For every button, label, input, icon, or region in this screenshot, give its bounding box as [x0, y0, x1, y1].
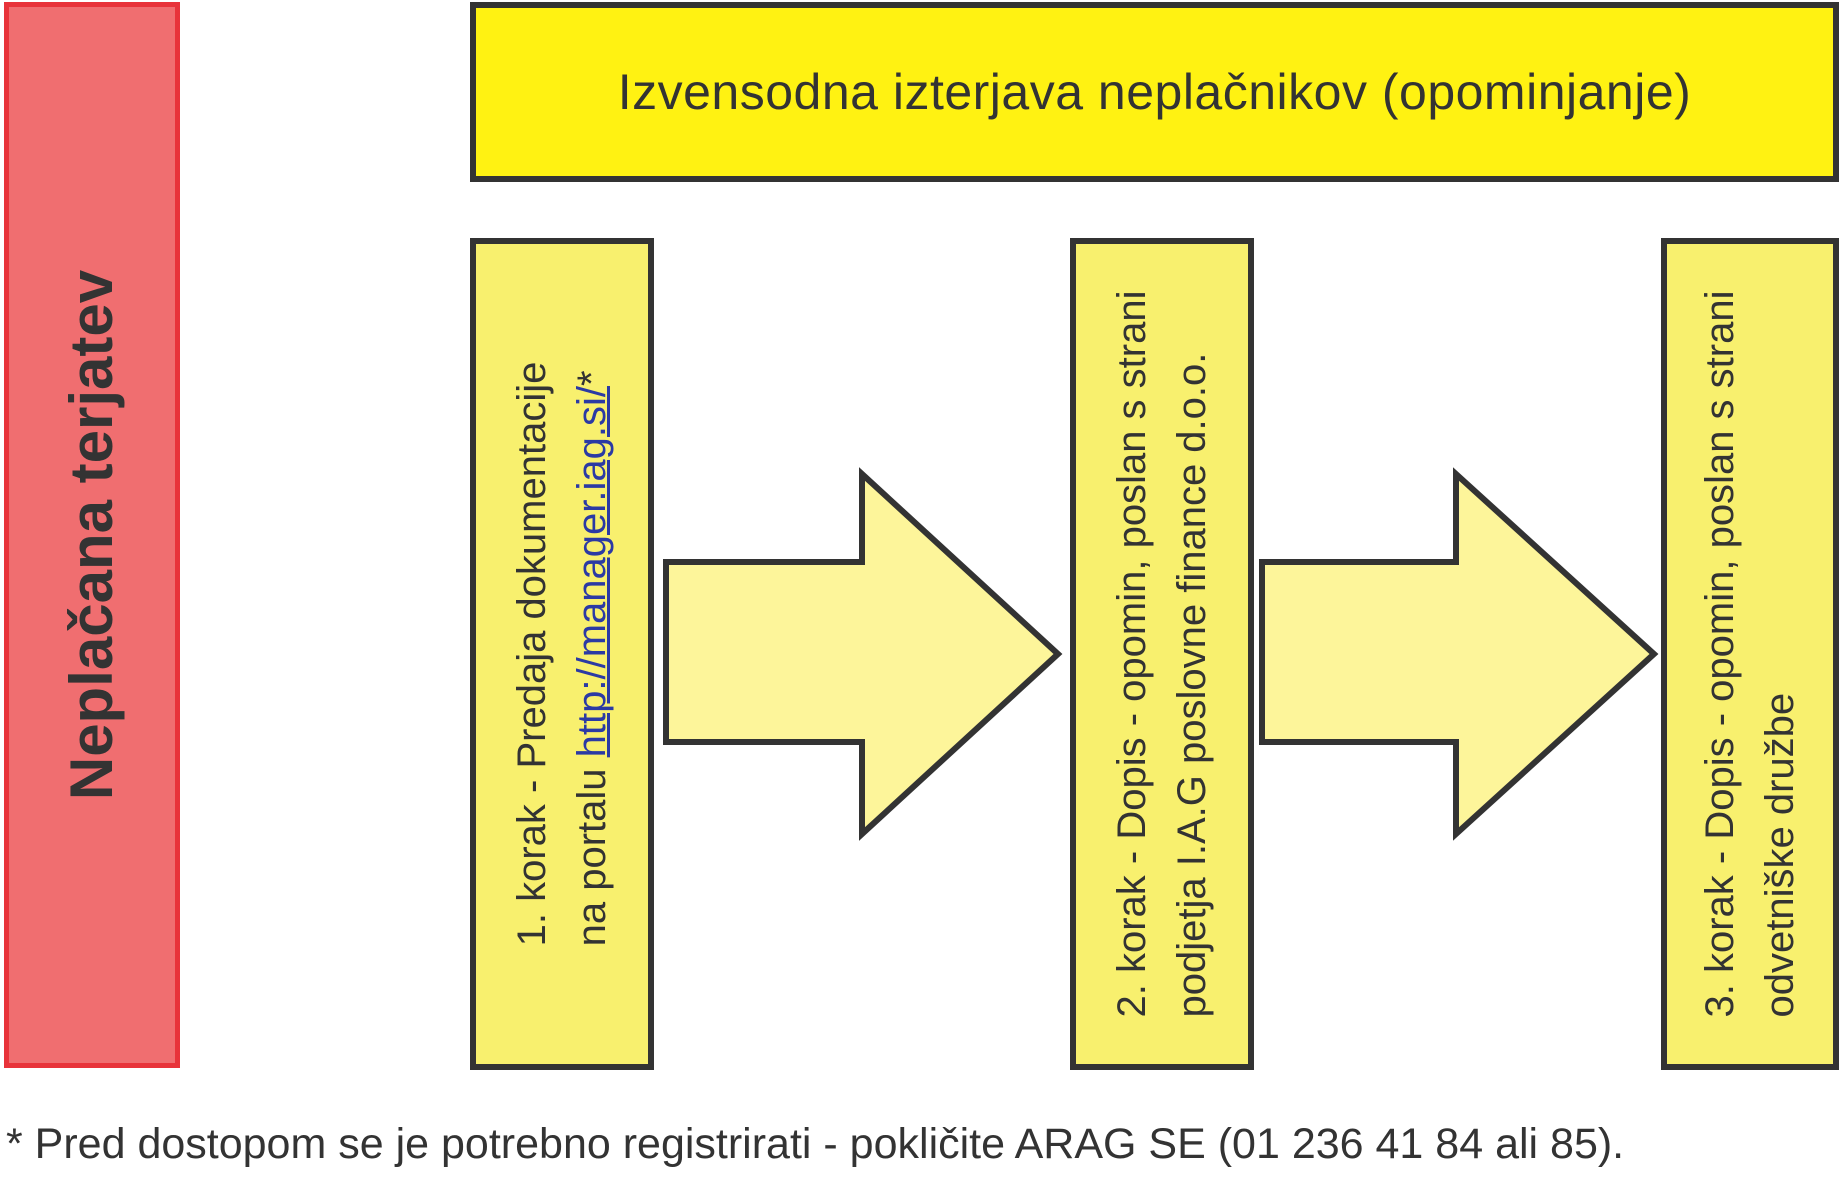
unpaid-claim-label: Neplačana terjatev — [58, 269, 125, 801]
header-title: Izvensodna izterjava neplačnikov (opomin… — [617, 64, 1692, 120]
step-3-line-2: odvetniške družbe — [1758, 692, 1802, 1018]
step-3-line-1: 3. korak - Dopis - opomin, poslan s stra… — [1698, 290, 1742, 1018]
step-2-box: 2. korak - Dopis - opomin, poslan s stra… — [1070, 238, 1254, 1070]
step-2-line-1: 2. korak - Dopis - opomin, poslan s stra… — [1110, 290, 1154, 1018]
footnote: * Pred dostopom se je potrebno registrir… — [6, 1120, 1625, 1168]
portal-link[interactable]: http://manager.iag.si/ — [570, 386, 614, 758]
step-1-asterisk: * — [570, 370, 614, 387]
step-1-box: 1. korak - Predaja dokumentacije na port… — [470, 238, 654, 1070]
step-1-line-2: na portalu http://manager.iag.si/* — [562, 362, 622, 947]
arrow-right-icon — [1259, 467, 1659, 841]
step-3-box: 3. korak - Dopis - opomin, poslan s stra… — [1661, 238, 1839, 1070]
header-box: Izvensodna izterjava neplačnikov (opomin… — [470, 2, 1839, 182]
step-2-text: 2. korak - Dopis - opomin, poslan s stra… — [1102, 291, 1222, 1018]
step-1-line-1: 1. korak - Predaja dokumentacije — [510, 361, 554, 947]
unpaid-claim-block: Neplačana terjatev — [4, 2, 180, 1068]
step-3-text: 3. korak - Dopis - opomin, poslan s stra… — [1690, 291, 1810, 1018]
step-2-line-2: podjetja I.A.G poslovne finance d.o.o. — [1170, 352, 1214, 1018]
step-1-text: 1. korak - Predaja dokumentacije na port… — [502, 362, 622, 947]
arrow-right-icon — [663, 467, 1063, 841]
step-1-line-2-prefix: na portalu — [570, 757, 614, 947]
